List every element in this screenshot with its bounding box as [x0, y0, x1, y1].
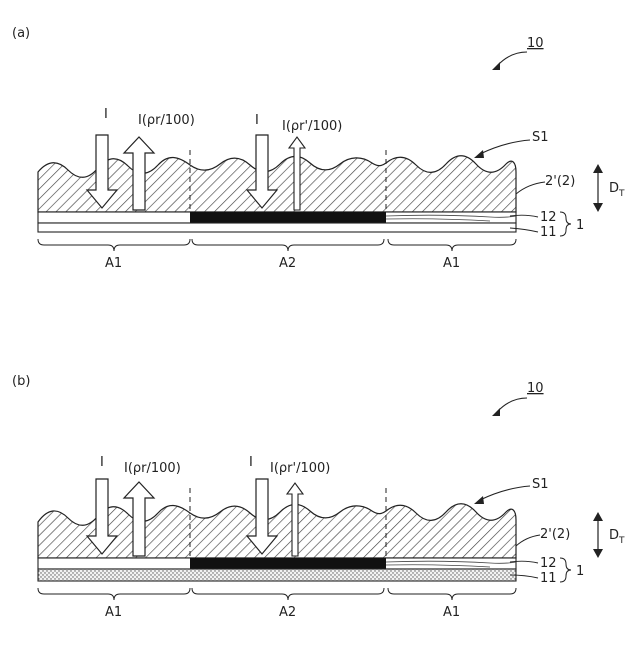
panel-b-reflected-label-1: I(ρr/100)	[124, 461, 181, 476]
panel-a-reflected-label-1: I(ρr/100)	[138, 113, 195, 128]
panel-b-region-3: A1	[443, 605, 460, 620]
panel-a-layer-leader	[516, 182, 545, 194]
panel-b-region-1: A1	[105, 605, 122, 620]
panel-a-brace-1	[560, 212, 571, 236]
panel-b-label-11: 11	[540, 571, 557, 586]
panel-a-reflected-label-2: I(ρr'/100)	[282, 119, 342, 134]
panel-a-reference-arrowhead	[492, 62, 500, 70]
panel-b-surface-arrowhead	[474, 496, 484, 504]
panel-b-surface-leader	[480, 486, 530, 500]
panel-a-surface-leader	[480, 140, 530, 154]
panel-a-region-2: A2	[279, 256, 296, 271]
panel-a-thickness-arrowhead-bottom	[593, 203, 603, 212]
panel-b-reflected-label-2: I(ρr'/100)	[270, 461, 330, 476]
panel-b: (b) 10 I I(ρr/100) I I(ρr'/100) S1	[12, 374, 625, 620]
panel-b-brace-a2	[192, 588, 384, 600]
panel-b-layer-label: 2'(2)	[540, 527, 570, 542]
panel-b-layer-leader	[516, 535, 540, 546]
panel-a-label: (a)	[12, 26, 30, 41]
panel-b-surface-label: S1	[532, 477, 549, 492]
panel-a-thickness-arrowhead-top	[593, 164, 603, 173]
panel-b-incident-label-2: I	[249, 455, 253, 470]
panel-b-label-12: 12	[540, 556, 557, 571]
panel-a-surface-label: S1	[532, 130, 549, 145]
panel-a-label-1: 1	[576, 218, 584, 233]
panel-b-brace-a1-right	[388, 588, 516, 600]
panel-b-brace-a1-left	[38, 588, 190, 600]
panel-b-reference: 10	[527, 381, 544, 396]
panel-a-wavy-layer	[38, 156, 516, 212]
panel-b-reference-leader	[497, 398, 527, 412]
panel-a: (a) 10 I I(ρr/100) I I(ρr'/100) S1	[12, 26, 625, 271]
panel-a-layer-label: 2'(2)	[545, 174, 575, 189]
panel-b-region-2: A2	[279, 605, 296, 620]
panel-b-dark-region	[190, 558, 386, 569]
panel-a-dark-region	[190, 212, 386, 223]
panel-a-brace-a2	[192, 239, 384, 251]
panel-b-wavy-layer	[38, 504, 516, 558]
panel-b-layer-11	[38, 569, 516, 581]
panel-a-brace-a1-left	[38, 239, 190, 251]
panel-a-label-11: 11	[540, 225, 557, 240]
panel-a-incident-label-1: I	[104, 107, 108, 122]
panel-a-label-12: 12	[540, 210, 557, 225]
panel-b-thickness-label: DT	[609, 528, 625, 546]
panel-b-incident-label-1: I	[100, 455, 104, 470]
panel-b-thickness-arrowhead-bottom	[593, 549, 603, 558]
panel-a-reference-leader	[497, 52, 527, 66]
panel-b-label-1: 1	[576, 564, 584, 579]
panel-b-reference-arrowhead	[492, 408, 500, 416]
panel-a-brace-a1-right	[388, 239, 516, 251]
panel-b-thickness-arrowhead-top	[593, 512, 603, 521]
panel-a-reference: 10	[527, 36, 544, 51]
panel-a-surface-arrowhead	[474, 150, 484, 158]
panel-a-layer-11	[38, 223, 516, 232]
panel-b-label: (b)	[12, 374, 30, 389]
panel-b-brace-1	[560, 558, 571, 582]
panel-a-region-3: A1	[443, 256, 460, 271]
panel-a-incident-label-2: I	[255, 113, 259, 128]
panel-a-thickness-label: DT	[609, 181, 625, 199]
panel-a-region-1: A1	[105, 256, 122, 271]
